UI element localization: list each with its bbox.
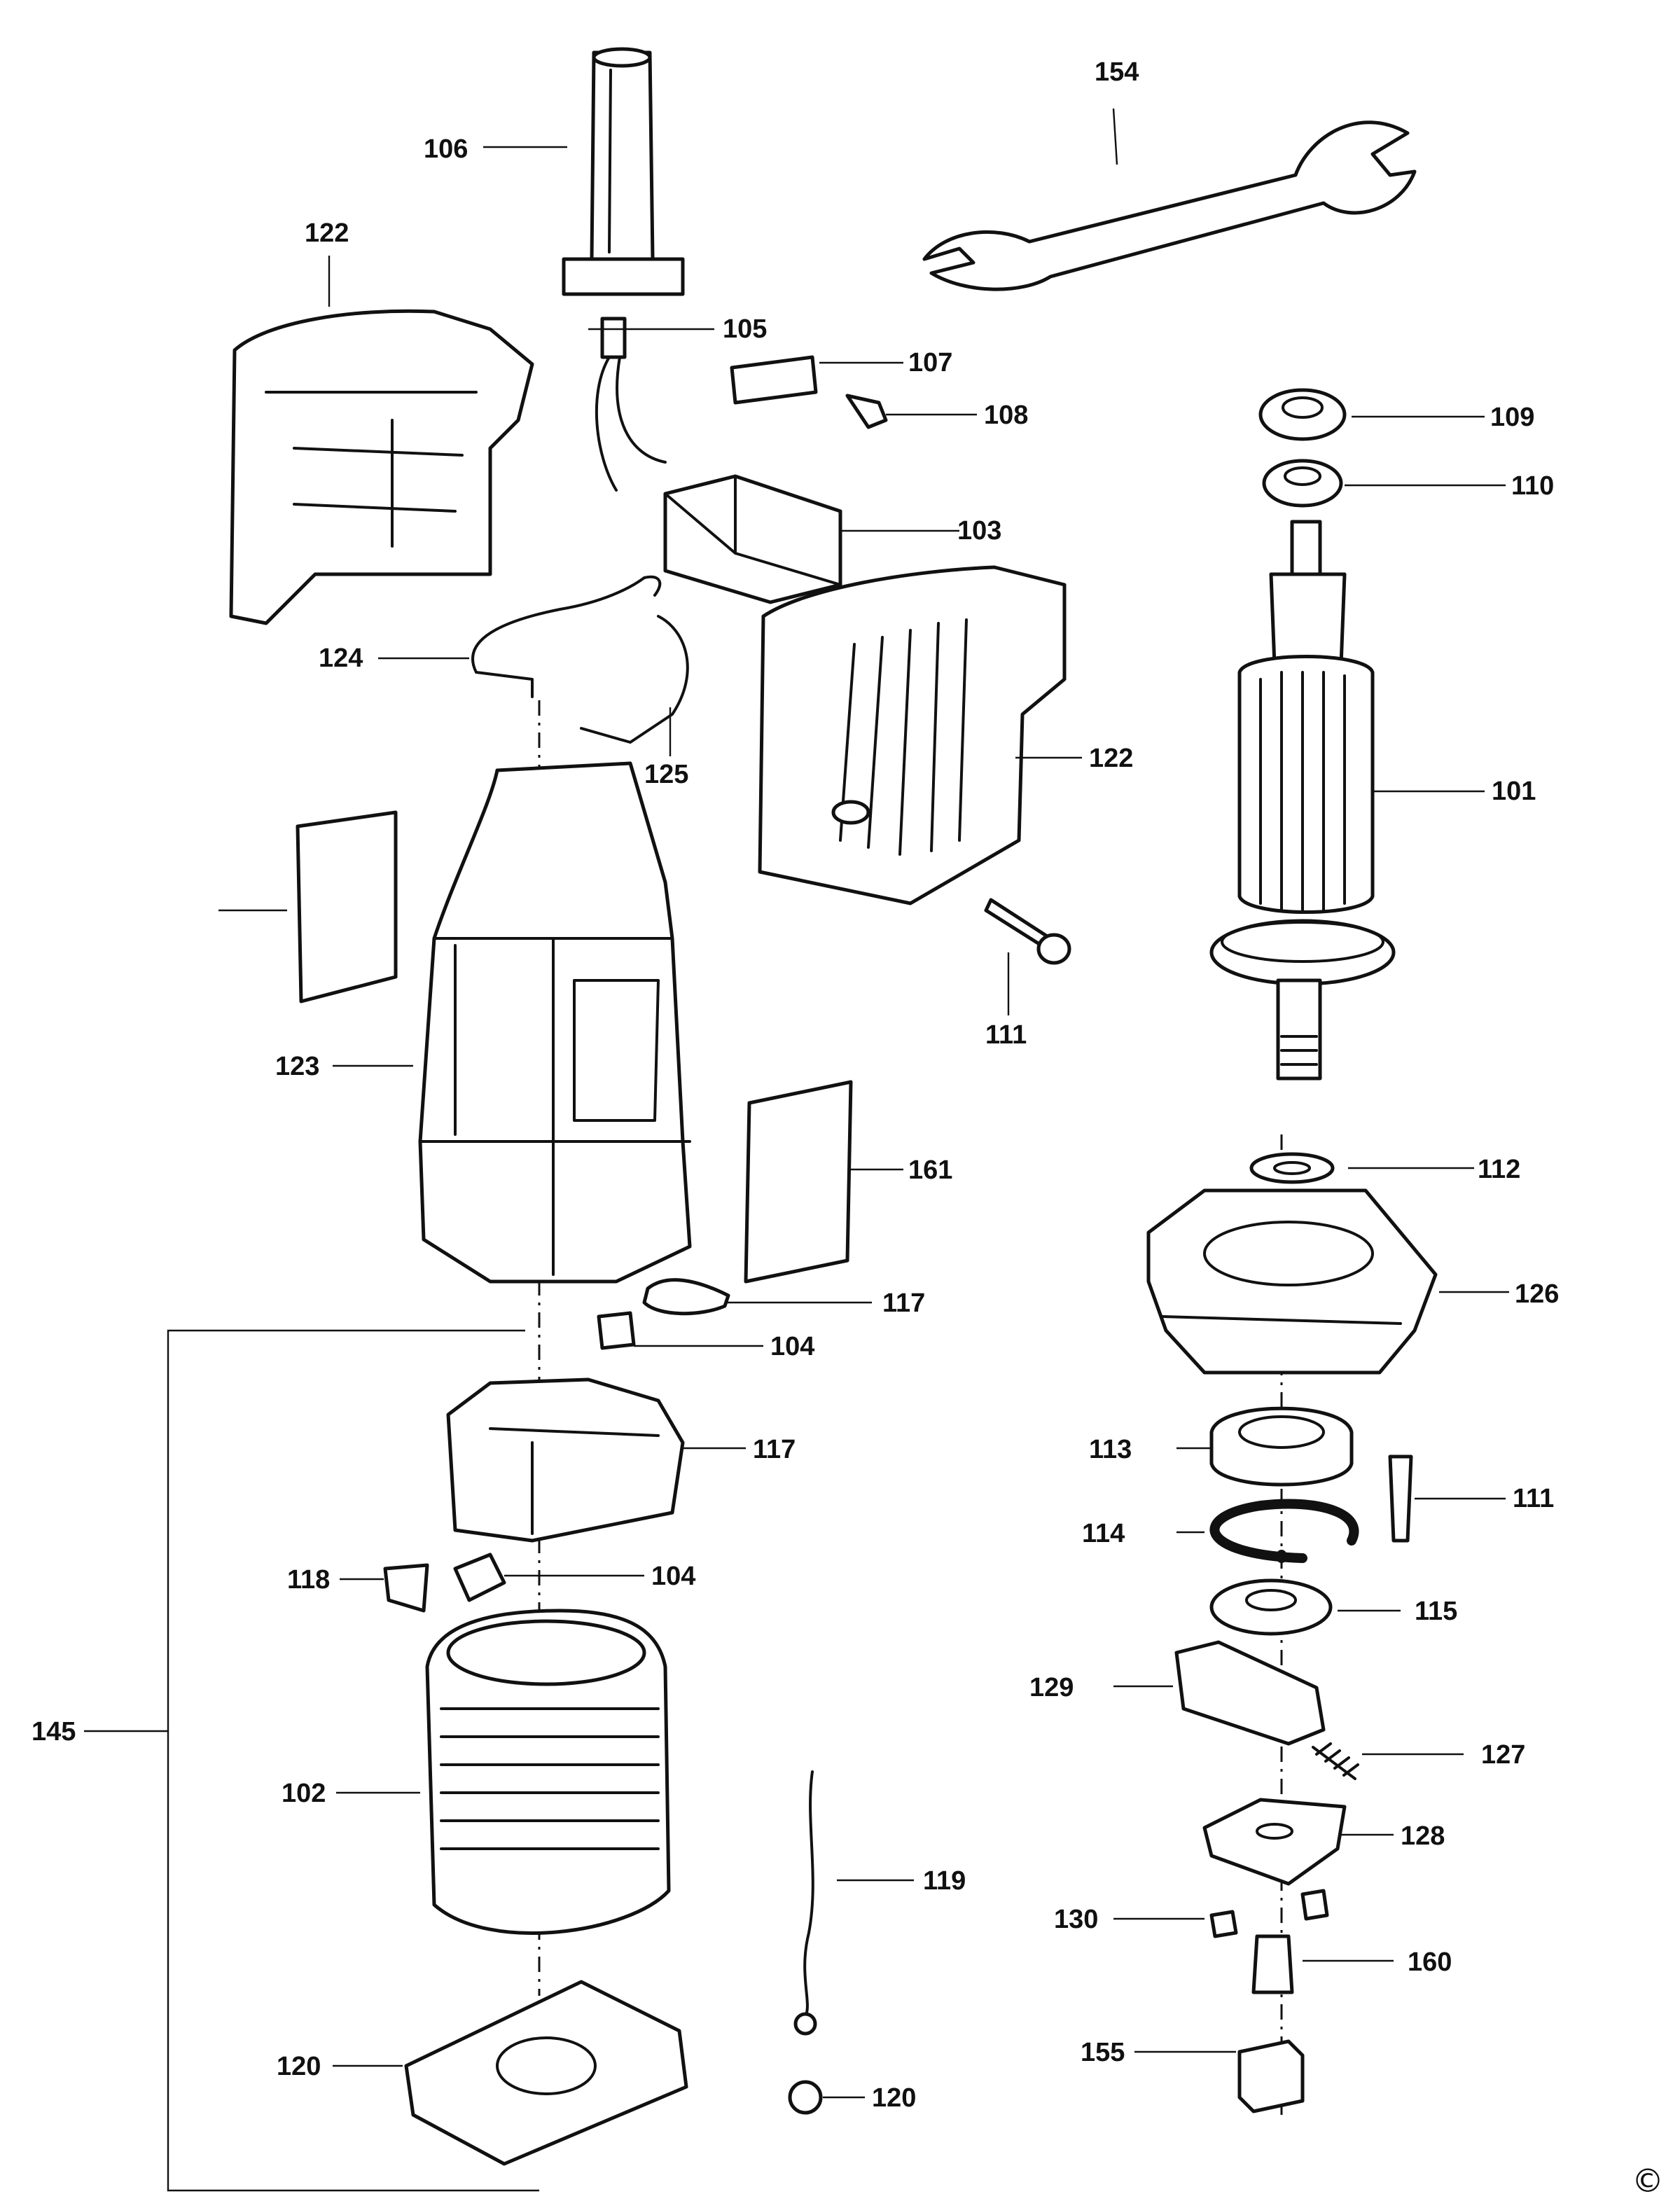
housing-cover-drawing [758, 565, 1067, 905]
brush-cap-117-bottom-drawing [383, 1563, 429, 1613]
part-label-117-bottom: 118 [287, 1565, 330, 1595]
part-label-126: 126 [1515, 1279, 1559, 1309]
handle-drawing [562, 47, 685, 296]
part-label-155: 160 [1408, 1947, 1452, 1977]
part-label-122-front: 122 [1089, 744, 1133, 773]
part-label-108: 108 [984, 401, 1028, 430]
part-label-122-rear: 122 [305, 218, 349, 248]
part-label-111-top: 111 [985, 1020, 1027, 1050]
part-label-129: 129 [1029, 1673, 1074, 1702]
spring-127-drawing [1312, 1742, 1359, 1780]
part-label-120: 120 [872, 2083, 916, 2113]
bearing-113-drawing [1209, 1406, 1354, 1487]
brush-holder-drawing [446, 1377, 685, 1543]
part-label-104-top: 104 [770, 1332, 814, 1361]
rear-cover-drawing [229, 309, 534, 625]
brush-104-top-drawing [597, 1311, 636, 1350]
bearing-plate-drawing [404, 1980, 688, 2166]
screw-108-drawing [845, 394, 888, 429]
part-label-116: 117 [753, 1435, 796, 1464]
assembly-bracket-145 [167, 1329, 539, 2192]
part-label-115: 115 [1415, 1597, 1457, 1626]
part-label-111-right: 111 [1513, 1484, 1554, 1513]
part-label-118: 119 [923, 1866, 966, 1896]
part-label-153: 154 [1095, 57, 1139, 87]
part-label-106: 106 [424, 134, 468, 164]
screw-111-top-drawing [984, 898, 1071, 965]
part-label-154: 155 [1081, 2038, 1125, 2067]
screw-111-right-drawing [1388, 1454, 1413, 1543]
collet-155-drawing [1251, 1934, 1294, 1994]
motor-housing-drawing [418, 761, 692, 1284]
collet-nut-154-drawing [1237, 2039, 1305, 2113]
part-label-119: 120 [277, 2052, 321, 2081]
cable-lead-drawing [595, 317, 667, 492]
part-label-112: 112 [1478, 1155, 1520, 1184]
field-stator-drawing [425, 1609, 671, 1935]
part-label-127: 127 [1481, 1740, 1525, 1770]
brush-spring-125-drawing [580, 615, 689, 744]
spindle-lock-129-drawing [1174, 1640, 1326, 1746]
leader-lines [84, 108, 1509, 2099]
part-label-145: 145 [32, 1717, 76, 1747]
brush-104-bottom-drawing [453, 1553, 506, 1602]
part-label-107: 107 [908, 348, 952, 377]
part-label-130: 130 [1054, 1905, 1098, 1934]
grommet-120-drawing [788, 2080, 823, 2115]
bearing-109-drawing [1258, 388, 1347, 441]
part-label-104-bottom: 104 [651, 1562, 695, 1591]
collet-plate-128-drawing [1202, 1798, 1347, 1886]
brush-spring-124-drawing [471, 575, 662, 698]
armature-drawing [1209, 520, 1396, 1081]
brush-cap-117-top-drawing [642, 1278, 730, 1316]
part-label-102: 102 [282, 1779, 326, 1808]
bearing-110-drawing [1262, 459, 1343, 508]
part-label-114: 114 [1082, 1519, 1125, 1548]
spanner-drawing [922, 120, 1417, 291]
washer-112-drawing [1249, 1152, 1335, 1184]
gear-housing-drawing [1146, 1188, 1438, 1375]
copyright-mark: © [1632, 2162, 1664, 2200]
label-sheet-161-drawing [296, 810, 398, 1004]
clamp-plate-drawing [730, 355, 818, 405]
part-label-101: 101 [1492, 777, 1536, 806]
part-label-105: 105 [723, 314, 767, 344]
part-label-103: 103 [957, 516, 1001, 546]
label-sheet-160-drawing [744, 1080, 853, 1284]
part-label-109: 109 [1490, 403, 1534, 432]
part-label-125: 125 [644, 760, 688, 789]
part-label-117-top: 117 [882, 1289, 925, 1318]
circlip-114-drawing [1209, 1499, 1359, 1563]
part-label-128: 128 [1401, 1821, 1445, 1851]
bearing-115-drawing [1209, 1578, 1333, 1636]
part-label-123: 123 [275, 1052, 319, 1081]
switch-drawing [663, 474, 842, 604]
part-label-124: 124 [319, 644, 363, 673]
cable-118-drawing [793, 1770, 817, 2036]
screws-130-drawing [1209, 1889, 1329, 1938]
part-label-113: 113 [1089, 1435, 1132, 1464]
part-label-160: 161 [908, 1155, 952, 1185]
part-label-110: 110 [1511, 471, 1554, 501]
